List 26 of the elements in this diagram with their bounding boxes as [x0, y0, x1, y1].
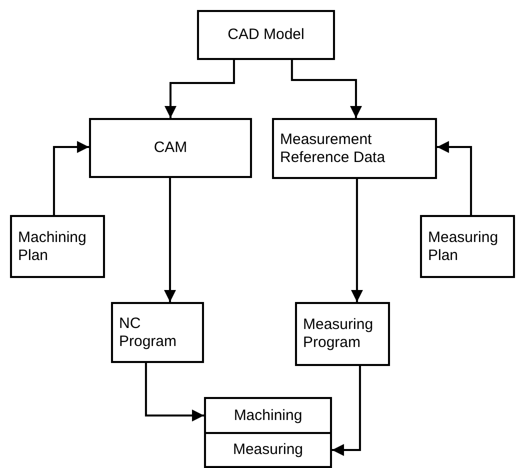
- arrow: [332, 366, 361, 456]
- process-box: [420, 215, 515, 278]
- box-label: Measurement Reference Data: [280, 130, 386, 166]
- box-label: Measuring: [232, 441, 304, 459]
- arrow: [52, 140, 89, 215]
- box-label: Machining: [234, 406, 302, 424]
- box-label: Measuring Plan: [428, 228, 500, 264]
- process-box: [295, 302, 390, 366]
- process-box: [111, 302, 204, 363]
- process-box: [204, 432, 332, 468]
- box-label: Measuring Program: [303, 316, 374, 352]
- box-label: NC Program: [119, 314, 178, 350]
- box-label: Machining Plan: [18, 228, 88, 264]
- box-label: CAD Model: [228, 26, 304, 44]
- process-box: [204, 397, 332, 434]
- process-box: [10, 215, 105, 278]
- arrow: [164, 178, 176, 302]
- arrow: [164, 60, 235, 118]
- arrow: [437, 140, 472, 215]
- arrow: [290, 60, 362, 118]
- process-box: [89, 118, 252, 178]
- arrow: [350, 179, 363, 302]
- arrow: [144, 363, 204, 422]
- process-box: [197, 10, 335, 60]
- box-label: CAM: [154, 139, 188, 157]
- process-box: [272, 118, 437, 179]
